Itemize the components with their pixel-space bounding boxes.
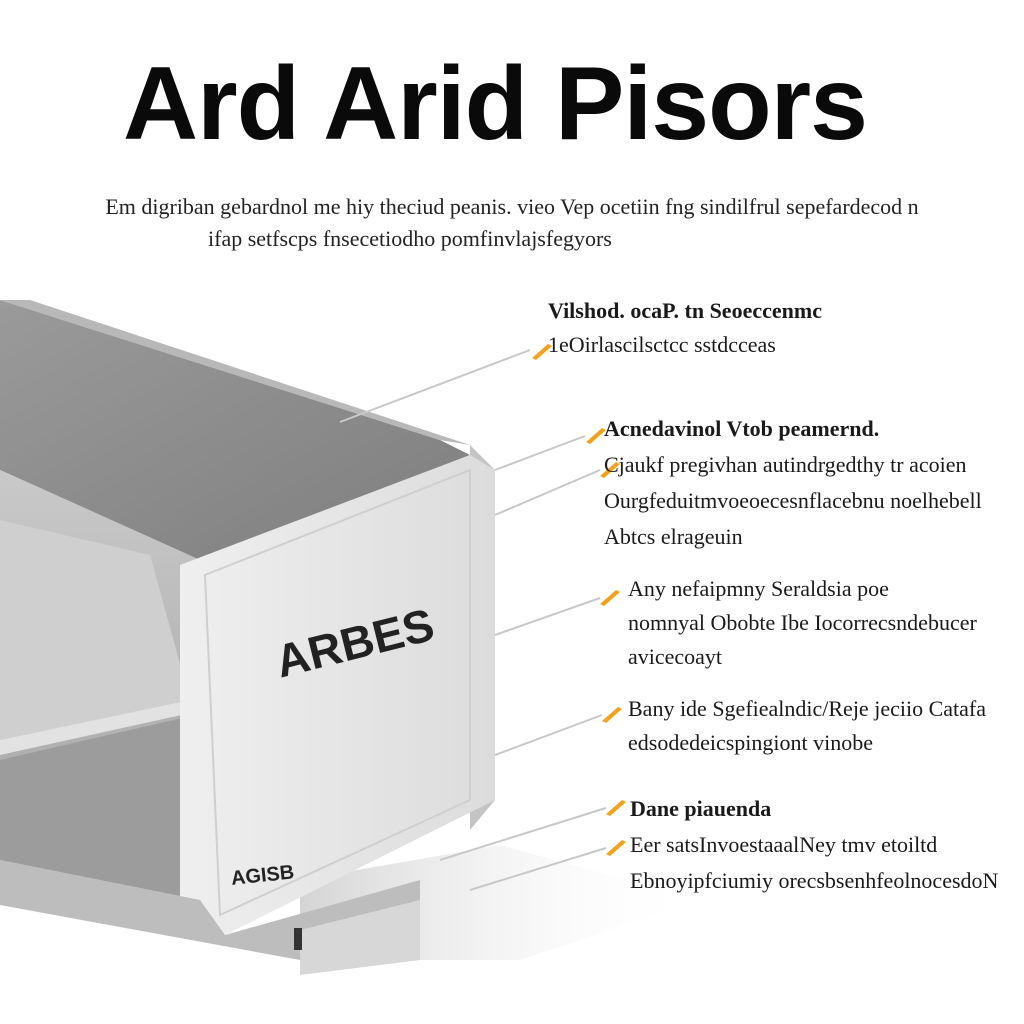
- callout-leader-line: [494, 435, 586, 471]
- callout-line: Bany ide Sgefiealndic/Reje jeciio Catafa: [628, 696, 986, 721]
- callout-line: Eer satsInvoestaaalNey tmv etoiltd: [630, 832, 938, 857]
- callout-accent-tick: [602, 707, 622, 723]
- callout-line: Cjaukf pregivhan autindrgedthy tr acoien: [604, 452, 967, 477]
- callout-line: Ebnoyipfciumiy orecsbsenhfeolnocesdoN: [630, 868, 999, 893]
- callout-leader-line: [469, 847, 607, 891]
- callout-leader-line: [494, 469, 601, 516]
- callout-heading: Dane piauenda: [630, 796, 772, 821]
- callout-line: edsodedeicspingiont vinobe: [628, 730, 874, 755]
- callout-line: Ourgfeduitmvoeoecesnflacebnu noelhebell: [604, 488, 982, 513]
- intro-line-1: Em digriban gebardnol me hiy theciud pea…: [105, 194, 919, 219]
- callout-line: nomnyal Obobte Ibe Iocorrecsndebucer: [628, 610, 977, 635]
- callout-accent-tick: [532, 344, 552, 360]
- front-panel: [180, 455, 495, 935]
- diagram-title: Ard Arid Pisors: [123, 46, 868, 162]
- base-foot: [300, 900, 420, 975]
- tray-plate: [0, 520, 190, 740]
- callout-line: Abtcs elrageuin: [604, 524, 743, 549]
- callout-leader-line: [439, 807, 607, 861]
- callout-heading: Acnedavinol Vtob peamernd.: [604, 416, 880, 441]
- inner-floor: [0, 715, 200, 900]
- callout-accent-tick: [600, 590, 620, 606]
- callout-line: 1eOirlascilsctcc sstdcceas: [548, 332, 776, 357]
- intro-line-2: ifap setfscps fnsecetiodho pomfinvlajsfe…: [208, 226, 612, 251]
- callout-line: avicecoayt: [628, 644, 723, 669]
- tray-plate-edge: [0, 700, 195, 755]
- callout-leader-line: [339, 349, 531, 423]
- housing-top-edge: [0, 300, 470, 445]
- callout-accent-tick: [600, 462, 620, 478]
- callout-accent-tick: [606, 840, 626, 856]
- callout-leaders: [339, 344, 626, 891]
- callout-leader-line: [494, 714, 603, 756]
- housing-top-panel: [0, 300, 470, 560]
- base-connector: [294, 928, 302, 950]
- callout-accent-tick: [586, 428, 606, 444]
- front-panel-inset: [203, 468, 471, 917]
- callout-leader-line: [494, 597, 601, 636]
- callout-accent-tick: [606, 800, 626, 816]
- callout-heading: Vilshod. ocaP. tn Seoeccenmc: [548, 298, 822, 323]
- callout-line: Any nefaipmny Seraldsia poe: [628, 576, 889, 601]
